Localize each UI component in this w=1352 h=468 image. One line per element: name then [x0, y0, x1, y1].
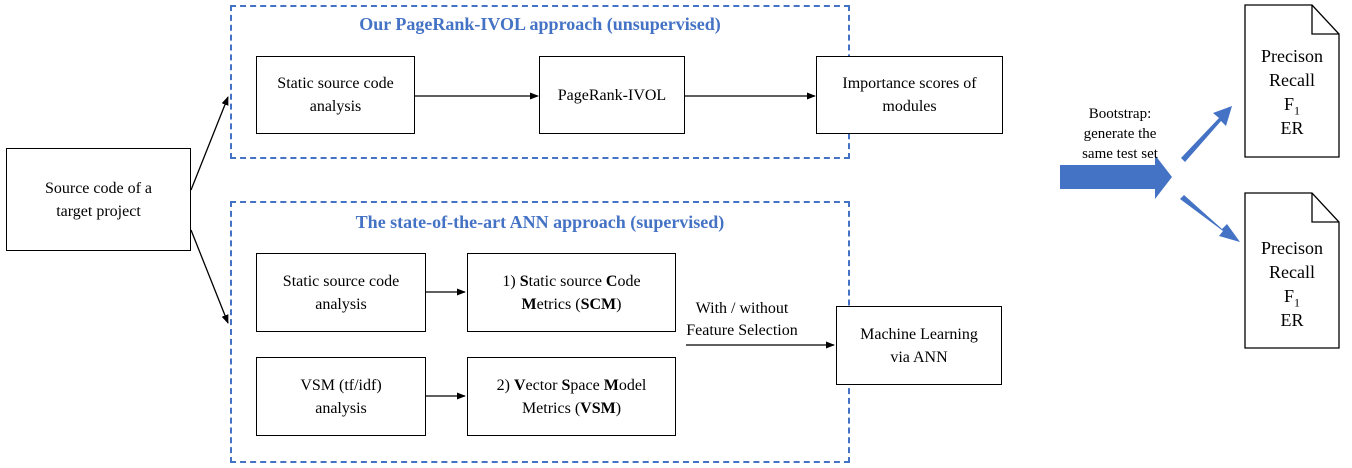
pagerank-ivol-box: PageRank-IVOL [539, 56, 685, 134]
fan-arrow-down [1180, 195, 1240, 242]
bootstrap-label: Bootstrap: generate the same test set [1060, 104, 1180, 164]
document-icon [1244, 192, 1340, 349]
static-analysis-bottom-line2: analysis [315, 295, 367, 313]
importance-scores-line1: Importance scores of [842, 75, 977, 92]
recall-label: Recall [1269, 262, 1315, 282]
static-analysis-top-line2: analysis [309, 98, 362, 115]
ann-approach-title: The state-of-the-art ANN approach (super… [355, 212, 725, 232]
pagerank-ivol-label: PageRank-IVOL [557, 86, 667, 104]
source-code-box: Source code of a target project [6, 148, 191, 251]
machine-learning-line1: Machine Learning [860, 325, 978, 343]
importance-scores-line2: modules [882, 98, 937, 115]
vsm-analysis-box: VSM (tf/idf) analysis [256, 357, 426, 436]
feature-selection-label: With / without Feature Selection [674, 298, 810, 342]
result-document-top: Precison Recall F1 ER [1244, 4, 1340, 158]
feature-selection-line2: Feature Selection [686, 322, 798, 339]
recall-label: Recall [1269, 70, 1315, 90]
precision-label: Precison [1261, 46, 1323, 66]
static-analysis-top-line1: Static source code [277, 75, 394, 92]
source-code-line1: Source code of a [44, 179, 153, 197]
feature-selection-line1: With / without [695, 300, 789, 317]
source-code-line2: target project [56, 202, 141, 220]
static-analysis-box-bottom: Static source code analysis [256, 253, 426, 332]
er-label: ER [1280, 310, 1304, 330]
arrow-source-to-top [190, 96, 229, 191]
fan-arrow-up [1181, 106, 1232, 162]
arrow-source-to-bottom [190, 229, 229, 324]
bootstrap-line2: generate the [1083, 126, 1157, 142]
machine-learning-line2: via ANN [890, 348, 948, 366]
vsm-analysis-line2: analysis [315, 399, 367, 417]
result-metrics-bottom: Precison Recall F1 ER [1244, 236, 1340, 332]
bootstrap-line3: same test set [1082, 146, 1158, 162]
result-metrics-top: Precison Recall F1 ER [1244, 44, 1340, 140]
static-analysis-box-top: Static source code analysis [256, 56, 415, 134]
machine-learning-box: Machine Learning via ANN [836, 306, 1002, 385]
pagerank-approach-title: Our PageRank-IVOL approach (unsupervised… [359, 14, 721, 34]
result-document-bottom: Precison Recall F1 ER [1244, 192, 1340, 349]
importance-scores-box: Importance scores of modules [816, 56, 1003, 134]
vsm-analysis-line1: VSM (tf/idf) [300, 376, 382, 394]
f1-label: F1 [1283, 286, 1300, 310]
precision-label: Precison [1261, 238, 1323, 258]
static-analysis-bottom-line1: Static source code [282, 272, 400, 290]
f1-label: F1 [1283, 94, 1300, 118]
bootstrap-line1: Bootstrap: [1088, 106, 1152, 122]
er-label: ER [1280, 118, 1304, 138]
document-icon [1244, 4, 1340, 158]
